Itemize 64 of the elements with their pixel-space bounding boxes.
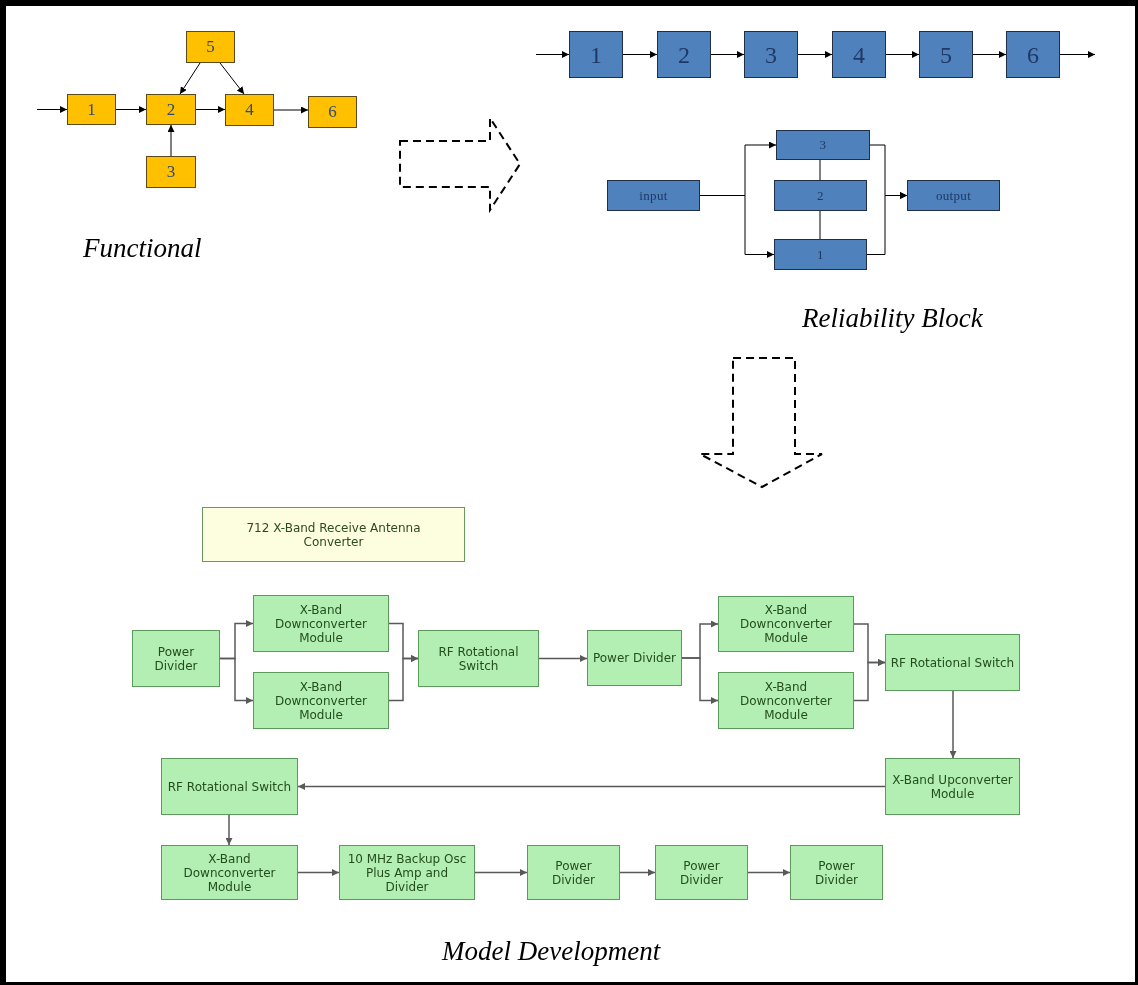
section-caption: Model Development — [442, 935, 661, 968]
block: 3 — [744, 31, 798, 78]
arrow — [219, 657, 254, 704]
arrow — [538, 655, 588, 662]
module-box: X-Band Downconverter Module — [718, 596, 854, 652]
block: 5 — [186, 31, 235, 63]
module-box: Power Divider — [132, 630, 220, 687]
module-box: X-Band Downconverter Module — [253, 672, 389, 729]
arrow — [619, 869, 656, 876]
arrow — [474, 869, 528, 876]
block: 2 — [657, 31, 711, 78]
arrow — [699, 195, 775, 258]
arrow — [179, 62, 201, 95]
arrow — [219, 62, 245, 95]
arrow — [622, 51, 658, 58]
arrow — [297, 783, 886, 790]
block: 2 — [146, 94, 196, 125]
module-box: Power Divider — [655, 845, 748, 900]
arrow — [797, 51, 833, 58]
block: 6 — [308, 96, 357, 128]
arrow — [1059, 51, 1096, 58]
module-box: X-Band Downconverter Module — [161, 845, 298, 900]
block: 2 — [774, 180, 867, 211]
module-box: Power Divider — [527, 845, 620, 900]
module-box: X-Band Downconverter Module — [253, 595, 389, 652]
arrow — [535, 51, 570, 58]
arrow — [949, 690, 957, 759]
block: 3 — [776, 130, 870, 160]
module-box: RF Rotational Switch — [885, 634, 1020, 691]
arrow — [388, 655, 419, 702]
module-box: 712 X-Band Receive Antenna Converter — [202, 507, 465, 562]
module-box: Power Divider — [790, 845, 883, 900]
arrow — [681, 657, 719, 704]
arrow — [167, 124, 175, 157]
arrow — [747, 869, 791, 876]
arrow — [972, 51, 1007, 58]
block: 1 — [67, 94, 116, 125]
block: 4 — [832, 31, 886, 78]
arrow — [297, 869, 340, 876]
block: 6 — [1006, 31, 1060, 78]
block: 3 — [146, 156, 196, 188]
block: 1 — [774, 239, 867, 270]
arrow — [710, 51, 745, 58]
module-box: 10 MHz Backup Osc Plus Amp and Divider — [339, 845, 475, 900]
block: 4 — [225, 94, 274, 126]
arrow — [36, 106, 68, 113]
section-caption: Functional — [83, 232, 202, 265]
arrow — [273, 106, 309, 114]
arrow — [853, 659, 886, 702]
section-caption: Reliability Block — [802, 302, 983, 335]
module-box: RF Rotational Switch — [161, 758, 298, 815]
arrow — [225, 814, 233, 846]
module-box: X-Band Upconverter Module — [885, 758, 1020, 815]
block: 1 — [569, 31, 623, 78]
arrow — [866, 192, 908, 255]
arrow — [115, 106, 147, 113]
module-box: X-Band Downconverter Module — [718, 672, 854, 729]
module-box: RF Rotational Switch — [418, 630, 539, 687]
block: output — [907, 180, 1000, 211]
module-box: Power Divider — [587, 630, 682, 686]
block: input — [607, 180, 700, 211]
arrow — [885, 51, 920, 58]
block: 5 — [919, 31, 973, 78]
arrow — [195, 106, 226, 113]
